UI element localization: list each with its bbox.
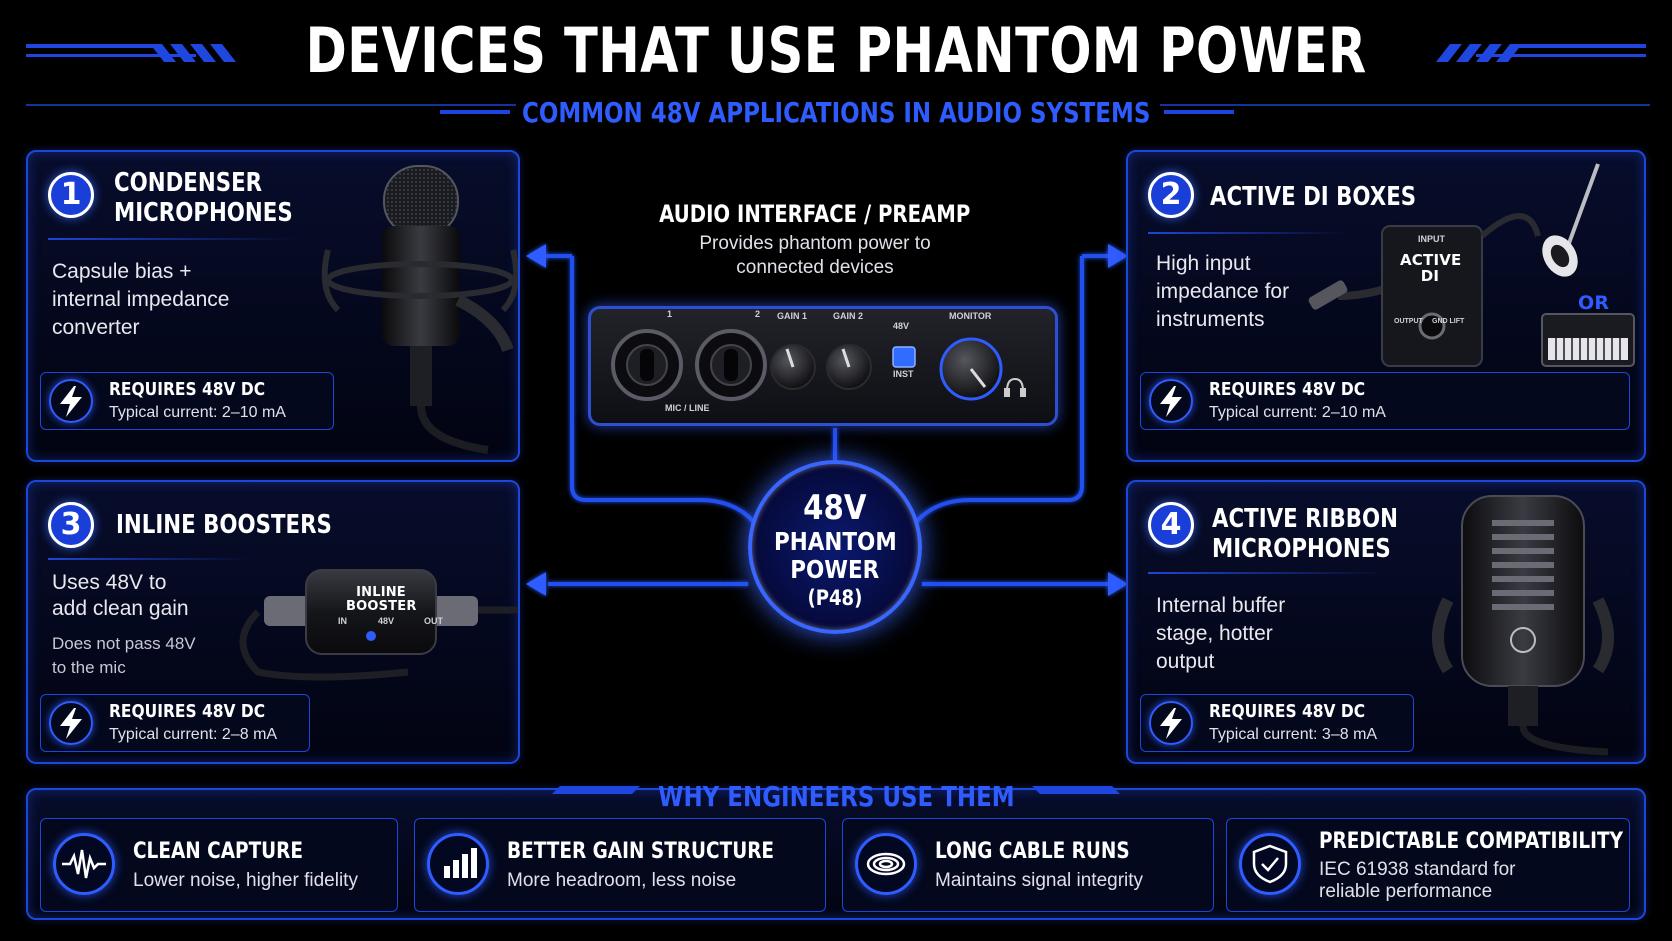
panel-number: 2 (1148, 172, 1194, 218)
booster-48v-label: 48V (378, 616, 395, 626)
benefit-card-long-cable-runs: LONG CABLE RUNS Maintains signal integri… (842, 818, 1214, 912)
title-underline (1148, 232, 1348, 234)
booster-out-label: OUT (424, 616, 443, 626)
lightning-bolt-icon (1149, 701, 1193, 745)
di-box-image (1308, 163, 1635, 367)
center-title: AUDIO INTERFACE / PREAMP (659, 200, 971, 228)
di-input-label: INPUT (1418, 234, 1445, 244)
requirement-box: REQUIRES 48V DC Typical current: 2–8 mA (40, 694, 310, 752)
requirement-box: REQUIRES 48V DC Typical current: 3–8 mA (1140, 694, 1414, 752)
monitor-label: MONITOR (949, 311, 992, 321)
bar-chart-icon (427, 833, 489, 895)
lightning-bolt-icon (49, 379, 93, 423)
panel-number: 4 (1148, 502, 1194, 548)
di-gnd-lift-label: GND LIFT (1432, 318, 1465, 325)
48v-label: 48V (893, 321, 910, 331)
page-subtitle: COMMON 48V APPLICATIONS IN AUDIO SYSTEMS (521, 96, 1151, 129)
panel-number: 1 (48, 172, 94, 218)
condenser-mic-image (321, 165, 518, 454)
audio-interface-device: 1 2 GAIN 1 GAIN 2 48V INST MONITOR MIC /… (588, 306, 1058, 426)
xlr-combo-jack-2 (695, 329, 767, 401)
gain-1-label: GAIN 1 (777, 311, 808, 321)
requirement-box: REQUIRES 48V DC Typical current: 2–10 mA (1140, 372, 1630, 430)
gain-2-label: GAIN 2 (833, 311, 864, 321)
lightning-bolt-icon (1149, 379, 1193, 423)
waveform-icon (53, 833, 115, 895)
benefit-card-better-gain-structure: BETTER GAIN STRUCTURE More headroom, les… (414, 818, 826, 912)
panel-title: INLINE BOOSTERS (116, 510, 332, 540)
cable-coil-icon (855, 833, 917, 895)
shield-check-icon (1239, 833, 1301, 895)
gain-knob-1 (770, 344, 816, 390)
electric-guitar-icon (1542, 163, 1600, 277)
why-title: WHY ENGINEERS USE THEM (657, 780, 1015, 813)
headphone-icon (1004, 377, 1026, 397)
title-underline (1148, 572, 1388, 574)
gain-knob-2 (826, 344, 872, 390)
inline-booster-image (239, 569, 518, 681)
panel-title: ACTIVE DI BOXES (1210, 182, 1417, 212)
monitor-knob (939, 337, 1003, 401)
title-underline (48, 238, 298, 240)
why-title-decoration (552, 786, 1120, 794)
or-label: OR (1578, 292, 1610, 314)
ribbon-mic-image (1432, 495, 1614, 756)
keyboard-synth-icon (1541, 313, 1635, 367)
xlr-combo-jack-1 (611, 329, 683, 401)
requirement-box: REQUIRES 48V DC Typical current: 2–10 mA (40, 372, 334, 430)
mic-line-label: MIC / LINE (665, 403, 710, 413)
interface-controls (611, 329, 1026, 401)
channel-1-label: 1 (667, 309, 673, 319)
benefit-card-clean-capture: CLEAN CAPTURE Lower noise, higher fideli… (40, 818, 398, 912)
di-output-label: OUTPUT (1394, 318, 1423, 325)
inst-label: INST (893, 369, 914, 379)
panel-number: 3 (48, 502, 94, 548)
page-title: DEVICES THAT USE PHANTOM POWER (305, 14, 1367, 87)
benefit-card-predictable-compatibility: PREDICTABLE COMPATIBILITY IEC 61938 stan… (1226, 818, 1630, 912)
channel-2-label: 2 (755, 309, 761, 319)
booster-in-label: IN (338, 616, 347, 626)
48v-button (892, 346, 916, 368)
title-underline (48, 558, 248, 560)
header-decoration (26, 44, 1650, 114)
lightning-bolt-icon (49, 701, 93, 745)
